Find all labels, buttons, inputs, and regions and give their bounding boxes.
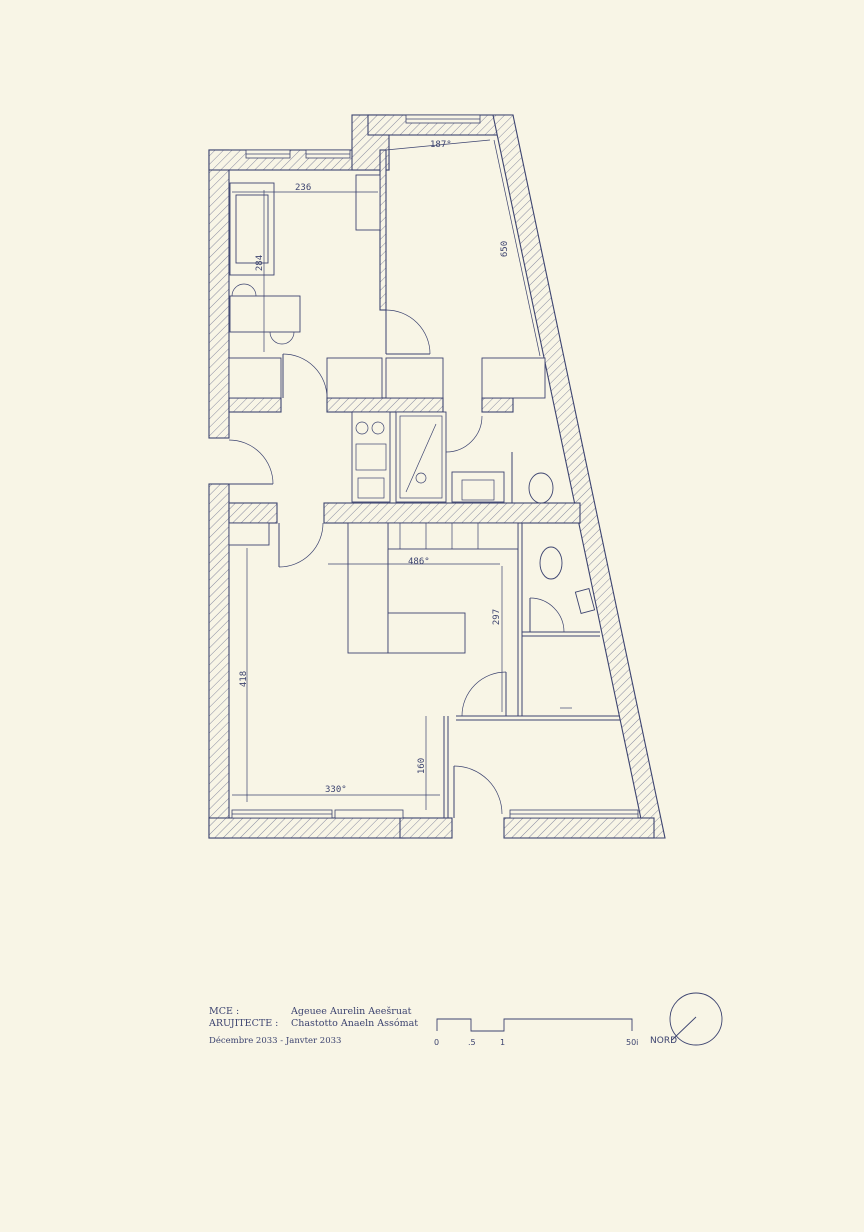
cabinets — [228, 174, 546, 546]
toilet-1 — [528, 472, 554, 504]
windows — [231, 114, 639, 819]
date-range: Décembre 2033 - Janvter 2033 — [209, 1036, 342, 1046]
moe-label: MCE : — [209, 1006, 240, 1017]
wall-bottom-left — [208, 817, 406, 839]
wall-left-upper — [208, 149, 230, 439]
dim-kitchen: 486° — [408, 557, 430, 567]
dim-living-height: 418 — [239, 670, 250, 688]
architect-label: ARUJITECTE : — [209, 1018, 279, 1029]
wall-divider-top — [379, 149, 387, 311]
wall-band-1 — [228, 397, 282, 413]
wall-left-lower — [208, 483, 230, 839]
window-5 — [334, 809, 404, 819]
toilet-2 — [539, 546, 563, 580]
dim-living-width: 330° — [325, 785, 347, 795]
dimension-lines — [232, 139, 541, 810]
shower — [395, 411, 447, 503]
doors — [228, 309, 572, 818]
scale-tick-1: 1 — [500, 1038, 506, 1047]
counter — [387, 522, 519, 550]
dim-hall: 160 — [417, 757, 428, 775]
exterior-walls — [208, 114, 666, 839]
furniture — [229, 182, 596, 654]
wall-bottom-right — [503, 817, 655, 839]
north-label: NORD — [650, 1036, 677, 1046]
dim-sofa: 284 — [255, 254, 266, 272]
wall-band-3 — [481, 397, 514, 413]
interior-walls — [228, 149, 620, 818]
scale-tick-half: .5 — [468, 1038, 476, 1047]
scale-unit: 50i — [626, 1038, 639, 1047]
architect-value: Chastotto Anaeln Assómat — [291, 1018, 419, 1029]
scale-tick-0: 0 — [434, 1038, 440, 1047]
dim-slant: 650 — [500, 240, 511, 258]
dim-top: 187° — [430, 140, 452, 150]
wall-band-2 — [326, 397, 444, 413]
wall-mid-left — [228, 502, 278, 524]
wall-mid-right — [323, 502, 581, 524]
wall-slanted — [492, 114, 666, 839]
moe-value: Ageuee Aurelin Aeešruat — [291, 1006, 412, 1017]
table — [229, 295, 301, 333]
sink — [451, 471, 505, 503]
dim-left-room: 236 — [295, 183, 312, 193]
wall-bottom-mid — [399, 817, 453, 839]
dim-bath: 297 — [492, 608, 503, 626]
island — [347, 522, 389, 654]
basin — [574, 588, 596, 614]
